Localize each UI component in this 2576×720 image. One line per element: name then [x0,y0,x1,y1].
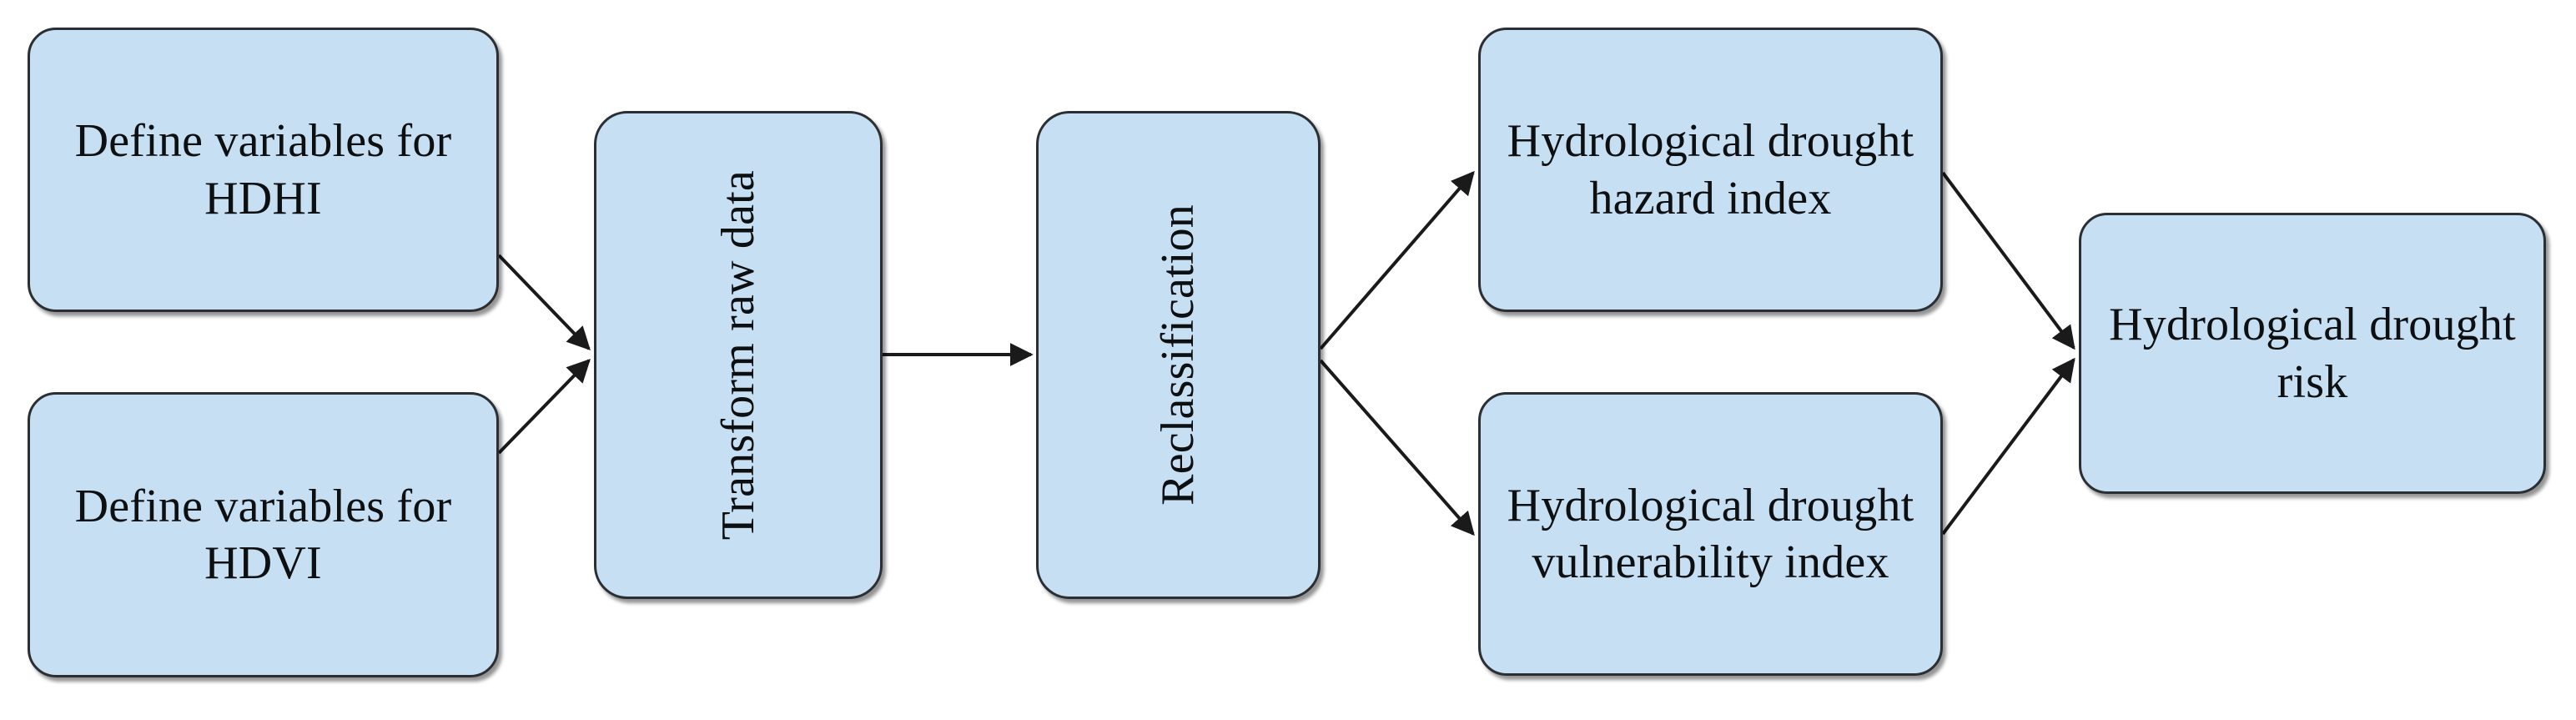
edge-hdhi-to-transform [497,254,591,351]
node-hydrological-drought-vulnerability-index[interactable]: Hydrological drought vulnerability index [1478,392,1943,676]
edge-reclassification-to-vulnerability [1319,359,1475,536]
edge-reclassification-to-hazard [1319,170,1475,350]
node-label: Hydrological drought vulnerability index [1507,479,1914,588]
edge-vulnerability-to-risk [1941,357,2075,536]
node-label: Transform raw data [712,169,764,541]
node-label: Define variables for HDHI [74,115,452,224]
node-label: Hydrological drought risk [2109,299,2516,408]
node-label: Hydrological drought hazard index [1507,115,1914,224]
edge-hazard-to-risk [1941,171,2075,350]
node-reclassification[interactable]: Reclassification [1036,111,1321,599]
node-label: Define variables for HDVI [74,480,452,589]
node-hydrological-drought-hazard-index[interactable]: Hydrological drought hazard index [1478,28,1943,312]
node-label: Reclassification [1152,204,1205,506]
node-hydrological-drought-risk[interactable]: Hydrological drought risk [2079,213,2546,494]
node-transform-raw-data[interactable]: Transform raw data [594,111,883,599]
edge-hdvi-to-transform [497,358,591,455]
node-define-variables-hdhi[interactable]: Define variables for HDHI [28,28,499,312]
node-define-variables-hdvi[interactable]: Define variables for HDVI [28,392,499,677]
